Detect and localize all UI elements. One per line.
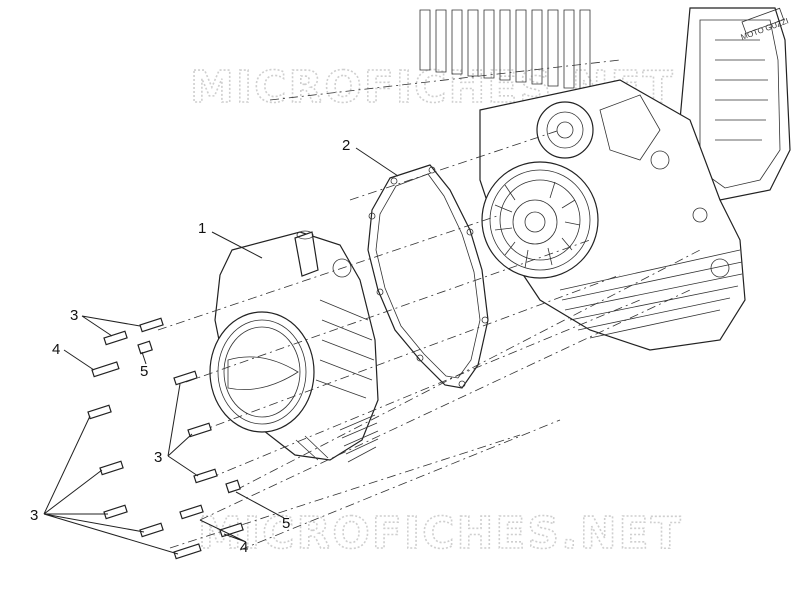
bolt (187, 422, 212, 438)
callout-4-left: 4 (52, 341, 60, 358)
callout-5-left: 5 (140, 363, 148, 380)
callout-2: 2 (342, 137, 350, 154)
bolt (103, 330, 128, 346)
engine-block: MOTO GUZZI (419, 7, 791, 351)
dowel-sleeve (225, 479, 241, 494)
bolt (99, 460, 124, 476)
bolt (87, 404, 112, 420)
bolt (173, 370, 198, 386)
dowel-sleeve (137, 340, 153, 355)
callout-3-upper-left: 3 (70, 307, 78, 324)
gasket-bolt-holes (368, 166, 489, 388)
bolt (103, 504, 128, 520)
bolt (139, 317, 164, 333)
callout-1: 1 (198, 220, 206, 237)
bolt (173, 543, 202, 560)
callout-labels: 1 2 3 4 5 3 3 5 4 (30, 137, 350, 556)
engine-side-cover (209, 230, 379, 463)
bolt (179, 504, 204, 520)
bolt (139, 522, 164, 538)
callout-5-lower: 5 (282, 515, 290, 532)
bolt (193, 468, 218, 484)
bolt (219, 522, 244, 538)
cover-fins (295, 414, 379, 463)
gasket (367, 164, 489, 389)
callout-4-lower: 4 (240, 539, 248, 556)
bolts (87, 317, 244, 560)
watermark-bottom: MICROFICHES.NET (198, 508, 683, 559)
callout-3-lower-left: 3 (30, 507, 38, 524)
leader-lines (43, 147, 399, 555)
bolt (91, 361, 120, 378)
callout-3-center: 3 (154, 449, 162, 466)
